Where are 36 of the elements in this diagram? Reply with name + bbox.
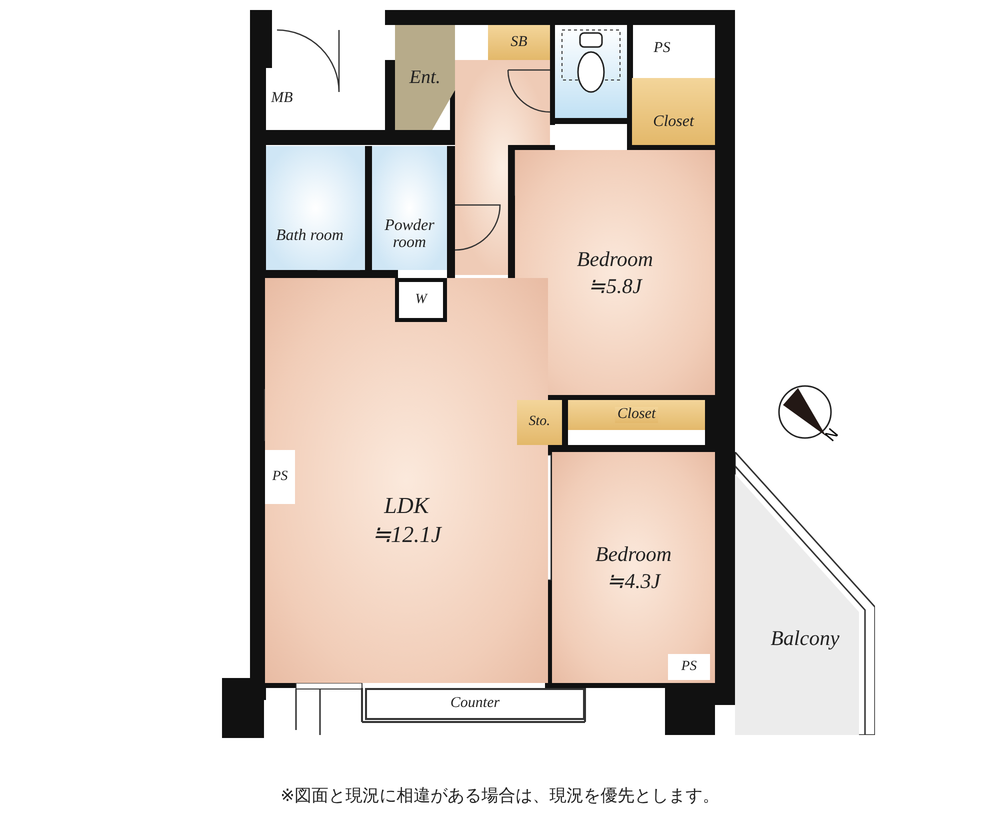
counter	[365, 688, 585, 720]
living-room	[265, 278, 548, 683]
storage-box	[488, 25, 550, 60]
bedroom	[552, 452, 715, 683]
entrance-room	[395, 25, 455, 130]
area-label: ≒12.1J	[372, 522, 442, 547]
bathroom	[266, 146, 365, 270]
closet	[568, 400, 705, 430]
room-label: Balcony	[770, 627, 840, 650]
closet	[632, 78, 715, 145]
room-label: Ent.	[409, 68, 441, 88]
room-label: Sto.	[528, 415, 550, 430]
room-label: SB	[510, 34, 528, 50]
room-label: PS	[654, 40, 670, 56]
room-label: Powder room	[384, 218, 436, 252]
room-label: PS	[272, 470, 288, 484]
room-label: Counter	[450, 696, 500, 712]
room-label: MB	[271, 91, 293, 107]
room-label: PS	[681, 660, 697, 674]
powder-room	[372, 146, 447, 270]
room-label: LDK	[384, 494, 429, 518]
disclaimer-note: ※図面と現況に相違がある場合は、現況を優先とします。	[279, 785, 721, 807]
room-label: Bedroom	[595, 543, 672, 566]
area-label: ≒5.8J	[588, 274, 642, 297]
room-label: W	[415, 292, 427, 308]
bedroom	[515, 150, 715, 395]
room-label: Bath room	[276, 228, 344, 245]
storage-room	[517, 400, 562, 445]
room-label: Closet	[653, 114, 694, 131]
room-label: Closet	[615, 407, 658, 423]
room-label: Bedroom	[576, 248, 654, 270]
compass-letter: N	[821, 424, 842, 446]
washer-space	[395, 278, 447, 322]
pipe-space	[265, 450, 295, 504]
balcony	[735, 452, 875, 735]
area-label: ≒4.3J	[606, 570, 660, 592]
